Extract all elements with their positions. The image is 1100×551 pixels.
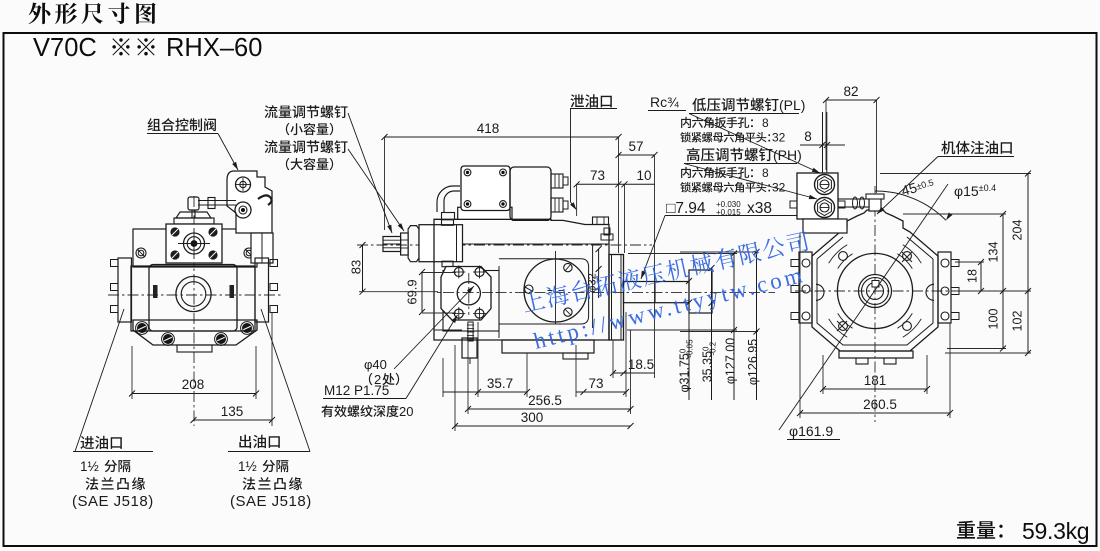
svg-text:8: 8: [762, 116, 769, 130]
svg-text:181: 181: [864, 373, 887, 388]
svg-text:32: 32: [772, 131, 786, 145]
svg-text:(SAE J518): (SAE J518): [230, 493, 312, 510]
svg-text:18.5: 18.5: [628, 357, 654, 372]
svg-text:(PL): (PL): [779, 97, 805, 113]
svg-text:8: 8: [762, 166, 769, 180]
svg-text:□7.94: □7.94: [666, 200, 706, 217]
svg-text:59.3kg: 59.3kg: [1022, 518, 1089, 544]
svg-text:300: 300: [521, 410, 544, 425]
svg-text:20: 20: [399, 404, 413, 419]
svg-text:RHX–60: RHX–60: [166, 34, 262, 62]
svg-text:418: 418: [477, 121, 500, 136]
svg-text:x38: x38: [747, 200, 772, 217]
svg-text:8: 8: [804, 129, 812, 144]
svg-text:V70C: V70C: [33, 34, 97, 62]
svg-text:(SAE J518): (SAE J518): [72, 493, 154, 510]
svg-text:260.5: 260.5: [863, 397, 897, 412]
svg-text:204: 204: [1010, 220, 1024, 241]
svg-text:(PH): (PH): [773, 147, 802, 163]
svg-text:102: 102: [1010, 311, 1024, 332]
svg-text:+0.030: +0.030: [716, 200, 741, 209]
svg-text:82: 82: [843, 84, 858, 99]
svg-text:M12 P1.75: M12 P1.75: [324, 383, 389, 398]
svg-text:φ40: φ40: [364, 357, 387, 372]
svg-text:10: 10: [636, 168, 651, 183]
svg-text:φ31.750-0.05: φ31.750-0.05: [677, 339, 694, 393]
svg-text:35.7: 35.7: [487, 376, 513, 391]
svg-text:135: 135: [221, 404, 244, 419]
svg-text:208: 208: [182, 377, 205, 392]
svg-text:1½: 1½: [238, 459, 257, 474]
svg-text:1½: 1½: [80, 459, 99, 474]
svg-text:100: 100: [986, 309, 1000, 330]
svg-text:18: 18: [965, 269, 979, 283]
svg-text:φ161.9: φ161.9: [789, 423, 833, 439]
svg-text:φ127.00: φ127.00: [723, 338, 737, 384]
svg-text:69.9: 69.9: [405, 279, 420, 304]
svg-text:32: 32: [772, 181, 786, 195]
svg-text:256.5: 256.5: [528, 393, 562, 408]
svg-text:φ126.95: φ126.95: [746, 339, 760, 385]
svg-text:35.350-0.2: 35.350-0.2: [700, 341, 717, 382]
svg-text:73: 73: [588, 376, 603, 391]
svg-text:134: 134: [986, 242, 1000, 263]
svg-text:83: 83: [349, 260, 364, 274]
svg-text:2: 2: [374, 372, 381, 387]
svg-text:+0.015: +0.015: [716, 208, 741, 217]
svg-text:Rc¾: Rc¾: [650, 94, 679, 110]
svg-text:73: 73: [590, 168, 605, 183]
svg-text:57: 57: [628, 139, 643, 154]
